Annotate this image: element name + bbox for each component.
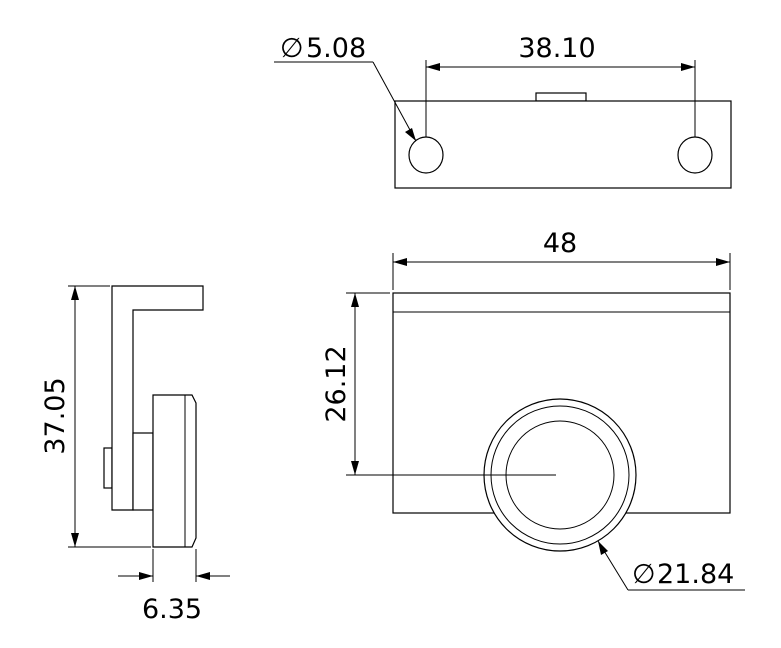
dimension-lens-height: 26.12 <box>321 345 352 422</box>
front-view: 48 26.12 ∅ 21.84 <box>321 228 745 591</box>
dimension-overall-height: 37.05 <box>40 377 71 454</box>
arrowhead <box>393 258 407 266</box>
top-view: 38.10 ∅ 5.08 <box>274 33 732 189</box>
dimension-lens-diameter: 21.84 <box>657 559 734 590</box>
arrowhead <box>716 258 730 266</box>
leader-line-hole <box>372 61 417 142</box>
arrowhead <box>598 541 608 555</box>
arrowhead <box>351 293 359 307</box>
arrowhead <box>139 572 153 580</box>
arrowhead <box>351 461 359 475</box>
side-view-bracket <box>111 285 204 511</box>
diameter-symbol: ∅ <box>632 559 656 590</box>
top-view-body <box>394 100 732 189</box>
side-view: 37.05 6.35 <box>40 285 230 625</box>
dimension-hole-spacing: 38.10 <box>518 33 595 64</box>
side-view-hub <box>132 432 154 511</box>
dimension-hole-diameter: 5.08 <box>306 33 366 64</box>
top-view-tab <box>535 92 587 102</box>
arrowhead <box>196 572 210 580</box>
dimension-overall-width: 48 <box>543 228 577 259</box>
mounting-hole-left <box>408 136 444 174</box>
side-view-back-tab <box>103 447 113 489</box>
arrowhead <box>681 63 695 71</box>
arrowhead <box>71 533 79 547</box>
arrowhead <box>405 128 416 141</box>
arrowhead <box>71 286 79 300</box>
arrowhead <box>426 63 440 71</box>
dimension-lens-depth: 6.35 <box>142 594 202 625</box>
side-view-lens-housing <box>152 394 197 548</box>
mounting-hole-right <box>677 136 713 174</box>
diameter-symbol: ∅ <box>280 33 304 64</box>
